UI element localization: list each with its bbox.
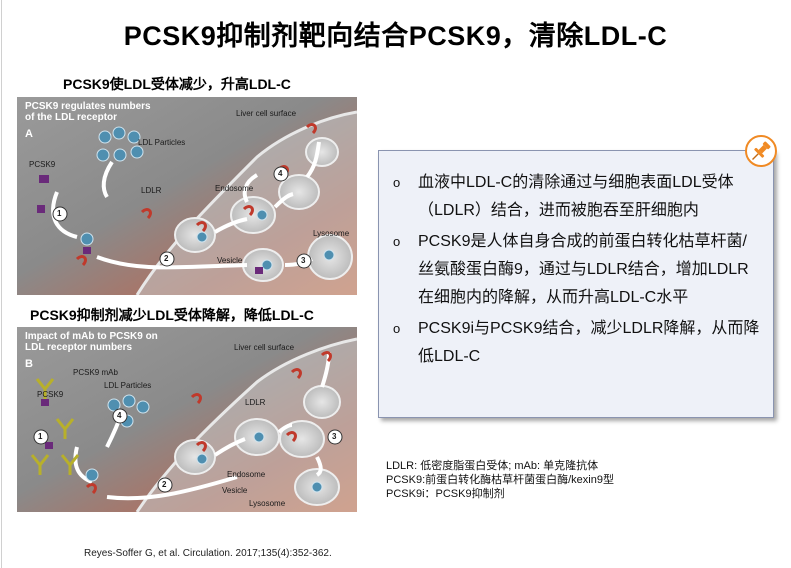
bullet-glyph: o bbox=[393, 175, 401, 190]
summary-item-text: PCSK9i与PCSK9结合，减少LDLR降解，从而降低LDL-C bbox=[418, 320, 760, 365]
label-pcsk9-mab-b: PCSK9 mAb bbox=[73, 368, 118, 377]
step-4-a: 4 bbox=[278, 169, 283, 178]
label-liver-cell-surface-b: Liver cell surface bbox=[234, 343, 295, 352]
figure-a-letter: A bbox=[25, 128, 33, 140]
step-3-a: 3 bbox=[301, 256, 306, 265]
figure-a-graphic bbox=[17, 97, 357, 295]
step-2-a: 2 bbox=[164, 254, 169, 263]
figure-a-illustration: PCSK9 regulates numbers of the LDL recep… bbox=[17, 97, 357, 295]
figure-a-caption: PCSK9使LDL受体减少，升高LDL-C bbox=[63, 76, 291, 92]
figure-a-header-line-2: of the LDL receptor bbox=[25, 112, 118, 123]
label-ldlr-a: LDLR bbox=[141, 186, 162, 195]
label-ldl-particles-a: LDL Particles bbox=[138, 138, 186, 147]
abbreviation-legend: LDLR: 低密度脂蛋白受体; mAb: 单克隆抗体 PCSK9:前蛋白转化酶枯… bbox=[386, 459, 614, 501]
bullet-glyph: o bbox=[393, 321, 401, 336]
step-1-a: 1 bbox=[57, 209, 62, 218]
summary-callout: o 血液中LDL-C的清除通过与细胞表面LDL受体（LDLR）结合，进而被胞吞至… bbox=[378, 150, 774, 418]
label-ldl-particles-b: LDL Particles bbox=[104, 381, 152, 390]
figure-b-caption: PCSK9抑制剂减少LDL受体降解，降低LDL-C bbox=[30, 307, 314, 323]
label-endosome-a: Endosome bbox=[215, 184, 254, 193]
legend-line-pcsk9: PCSK9:前蛋白转化酶枯草杆菌蛋白酶/kexin9型 bbox=[386, 474, 614, 486]
label-liver-cell-surface-a: Liver cell surface bbox=[236, 109, 297, 118]
figure-b-header: Impact of mAb to PCSK9 on LDL receptor n… bbox=[25, 331, 158, 353]
figure-b-graphic bbox=[17, 327, 357, 512]
figure-b-illustration: Impact of mAb to PCSK9 on LDL receptor n… bbox=[17, 327, 357, 512]
legend-line-pcsk9i: PCSK9i：PCSK9抑制剂 bbox=[386, 488, 505, 500]
figure-a-header: PCSK9 regulates numbers of the LDL recep… bbox=[25, 101, 151, 123]
bullet-glyph: o bbox=[393, 234, 401, 249]
summary-item-ldl-clearance: o 血液中LDL-C的清除通过与细胞表面LDL受体（LDLR）结合，进而被胞吞至… bbox=[391, 169, 761, 225]
summary-item-pcsk9-role: o PCSK9是人体自身合成的前蛋白转化枯草杆菌/丝氨酸蛋白酶9，通过与LDLR… bbox=[391, 228, 761, 312]
figure-a-header-line-1: PCSK9 regulates numbers bbox=[25, 101, 151, 112]
label-pcsk9-b: PCSK9 bbox=[37, 390, 64, 399]
figure-b-header-line-1: Impact of mAb to PCSK9 on bbox=[25, 331, 158, 342]
label-vesicle-a: Vesicle bbox=[217, 256, 243, 265]
summary-list: o 血液中LDL-C的清除通过与细胞表面LDL受体（LDLR）结合，进而被胞吞至… bbox=[391, 169, 761, 374]
label-endosome-b: Endosome bbox=[227, 470, 266, 479]
slide-edge bbox=[1, 0, 2, 568]
legend-line-ldlr-mab: LDLR: 低密度脂蛋白受体; mAb: 单克隆抗体 bbox=[386, 460, 599, 472]
label-vesicle-b: Vesicle bbox=[222, 486, 248, 495]
pushpin-icon bbox=[744, 134, 778, 168]
summary-item-pcsk9i-effect: o PCSK9i与PCSK9结合，减少LDLR降解，从而降低LDL-C bbox=[391, 315, 761, 371]
label-lysosome-b: Lysosome bbox=[249, 499, 286, 508]
step-2-b: 2 bbox=[162, 480, 167, 489]
reference-citation: Reyes-Soffer G, et al. Circulation. 2017… bbox=[84, 548, 332, 559]
step-4-b: 4 bbox=[117, 411, 122, 420]
figure-b-letter: B bbox=[25, 358, 33, 370]
summary-item-text: PCSK9是人体自身合成的前蛋白转化枯草杆菌/丝氨酸蛋白酶9，通过与LDLR结合… bbox=[418, 233, 749, 306]
summary-item-text: 血液中LDL-C的清除通过与细胞表面LDL受体（LDLR）结合，进而被胞吞至肝细… bbox=[418, 174, 734, 219]
figure-b-header-line-2: LDL receptor numbers bbox=[25, 342, 133, 353]
step-1-b: 1 bbox=[38, 432, 43, 441]
label-ldlr-b: LDLR bbox=[245, 398, 266, 407]
label-pcsk9-a: PCSK9 bbox=[29, 160, 56, 169]
step-3-b: 3 bbox=[332, 432, 337, 441]
label-lysosome-a: Lysosome bbox=[313, 229, 350, 238]
slide-title: PCSK9抑制剂靶向结合PCSK9，清除LDL-C bbox=[123, 21, 668, 51]
